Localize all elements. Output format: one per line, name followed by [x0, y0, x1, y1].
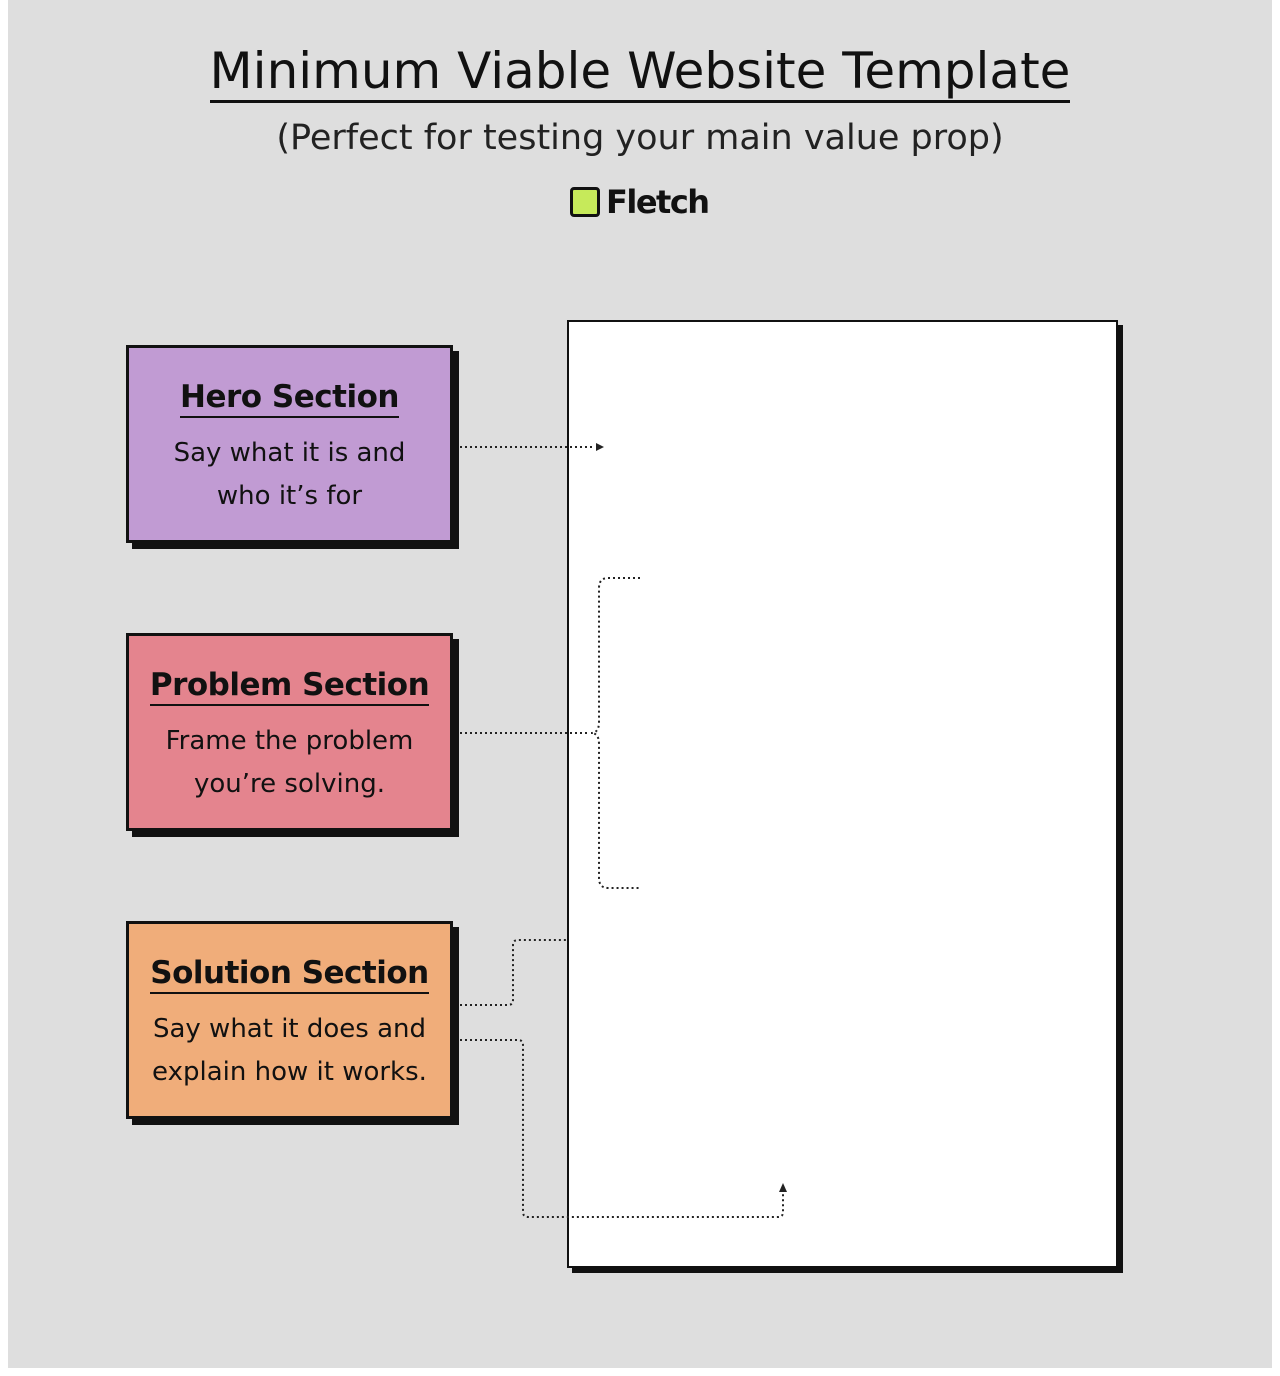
- fletch-logo-icon: [570, 187, 600, 217]
- problem-desc-line-2: you’re solving.: [194, 769, 385, 799]
- solution-desc-line-2: explain how it works.: [152, 1057, 427, 1087]
- problem-desc-line-1: Frame the problem: [165, 726, 414, 756]
- solution-section-description: Say what it does and explain how it work…: [140, 1008, 440, 1094]
- solution-section-card: Solution Section Say what it does and ex…: [126, 921, 453, 1119]
- solution-section-title: Solution Section: [150, 954, 429, 994]
- website-page-mockup: [567, 320, 1118, 1268]
- hero-section-title: Hero Section: [180, 378, 399, 418]
- solution-desc-line-1: Say what it does and: [152, 1014, 427, 1044]
- hero-section-description: Say what it is and who it’s for: [140, 432, 440, 518]
- hero-desc-line-2: who it’s for: [216, 481, 363, 511]
- page-title: Minimum Viable Website Template: [209, 42, 1071, 103]
- solution-connector-upper: [460, 939, 568, 1006]
- problem-section-title: Problem Section: [149, 666, 430, 706]
- problem-section-description: Frame the problem you’re solving.: [140, 720, 440, 806]
- diagram-canvas: Minimum Viable Website Template (Perfect…: [8, 0, 1272, 1368]
- page-title-wrap: Minimum Viable Website Template: [0, 40, 1280, 103]
- page-subtitle: (Perfect for testing your main value pro…: [276, 118, 1004, 158]
- brand-logo: Fletch: [570, 182, 710, 222]
- hero-section-card: Hero Section Say what it is and who it’s…: [126, 345, 453, 543]
- hero-desc-line-1: Say what it is and: [173, 438, 406, 468]
- problem-section-card: Problem Section Frame the problem you’re…: [126, 633, 453, 831]
- brand-name: Fletch: [606, 183, 710, 221]
